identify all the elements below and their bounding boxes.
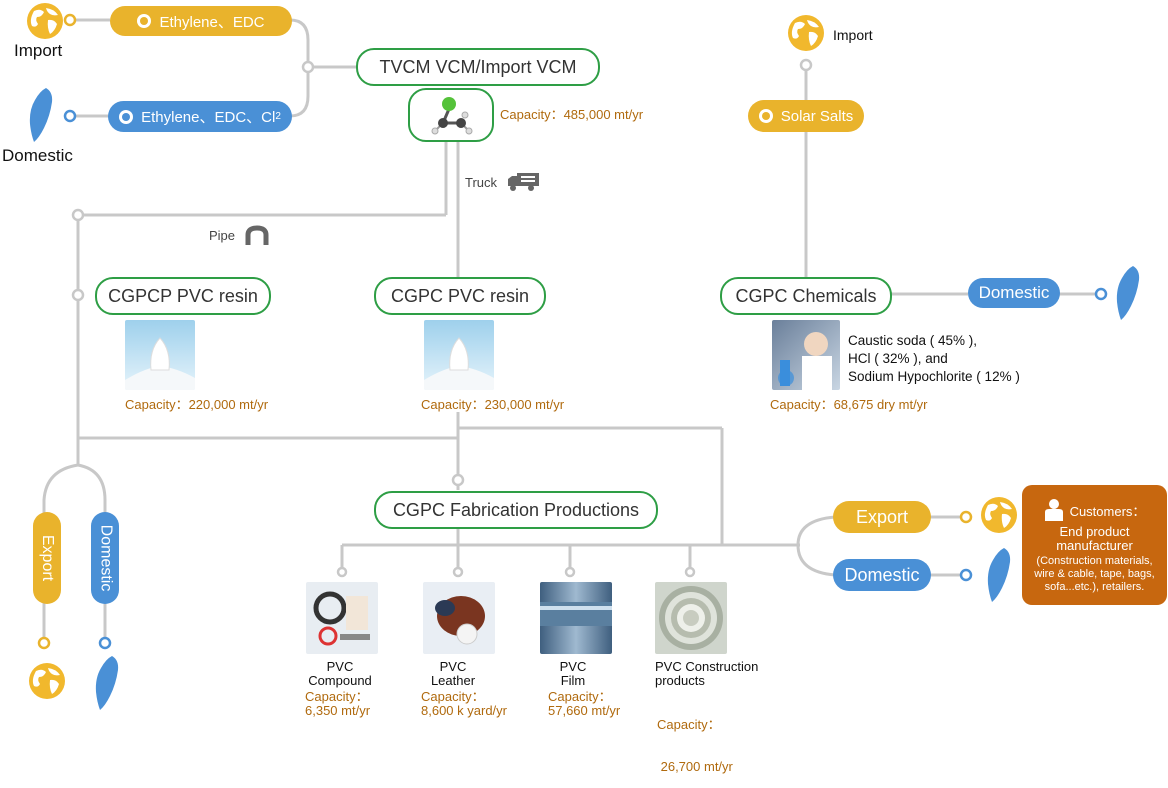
product-name-line: Leather [430,673,476,688]
person-icon [1044,499,1063,521]
product-name-film: PVC Film [537,660,609,688]
construction-photo [655,582,727,654]
fabrication-box: CGPC Fabrication Productions [374,491,658,529]
product-capacity-line: Capacity： [421,689,485,704]
lab-photo [772,320,840,390]
product-name-line: Film [560,673,586,688]
product-name-line: PVC [559,659,587,674]
product-name-leather: PVC Leather [417,660,489,688]
pipe-icon [245,225,269,245]
vcm-molecule-box [408,88,494,142]
product-capacity-line: 8,600 k yard/yr [421,703,507,718]
pvc-resin-photo [125,320,195,390]
vcm-capacity: Capacity：485,000 mt/yr [500,107,644,122]
domestic-label: Domestic [2,146,73,165]
resin-box-cgpcp: CGPCP PVC resin [95,277,271,315]
film-photo [540,582,612,654]
chemicals-box: CGPC Chemicals [720,277,892,315]
solar-salts-pill: Solar Salts [748,100,864,132]
fabrication-title: CGPC Fabrication Productions [392,499,640,520]
product-capacity-leather: Capacity： 8,600 k yard/yr [421,690,507,718]
resin-box-cgpc: CGPC PVC resin [374,277,546,315]
vcm-title: TVCM VCM/Import VCM [379,56,577,77]
taiwan-icon [29,88,53,142]
vcm-box: TVCM VCM/Import VCM [356,48,600,86]
domestic-feed-subscript: 2 [275,111,281,122]
right-domestic-label: Domestic [844,564,920,585]
chemicals-domestic-pill: Domestic [968,278,1060,308]
chemicals-capacity: Capacity：68,675 dry mt/yr [770,397,928,412]
taiwan-icon [1116,266,1140,320]
right-export-pill: Export [833,501,931,533]
taiwan-icon [987,548,1011,602]
product-capacity-line: 26,700 mt/yr [657,759,733,774]
product-capacity-construction: Capacity： 26,700 mt/yr [657,690,733,788]
salts-import-label: Import [833,27,873,43]
truck-icon [508,173,539,191]
globe-icon [27,3,63,39]
pvc-resin-photo [424,320,494,390]
product-capacity-line: Capacity： [657,717,721,732]
import-feed-label: Ethylene、EDC [159,13,265,31]
product-name-compound: PVC Compound [304,660,376,688]
product-name-line: Compound [308,673,372,688]
product-capacity-line: 6,350 mt/yr [305,703,371,718]
customers-line2: manufacturer [1056,538,1133,553]
customers-title: Customers： [1069,503,1146,519]
compound-photo [306,582,378,654]
product-capacity-film: Capacity： 57,660 mt/yr [548,690,620,718]
right-domestic-pill: Domestic [833,559,931,591]
resin-title-cgpc: CGPC PVC resin [390,285,530,306]
product-name-line: products [655,673,705,688]
resin-capacity-cgpc: Capacity：230,000 mt/yr [421,397,565,412]
left-export-label: Export [39,534,56,582]
customers-detail: (Construction materials, [1036,555,1153,567]
chemicals-title: CGPC Chemicals [735,285,877,306]
product-capacity-compound: Capacity： 6,350 mt/yr [305,690,370,718]
leather-photo [423,582,495,654]
bullet-icon [119,109,134,124]
import-label: Import [14,41,63,60]
bullet-icon [758,109,773,123]
chemicals-domestic-label: Domestic [978,283,1050,302]
taiwan-icon [95,656,119,710]
bullet-icon [137,14,152,28]
resin-title-cgpcp: CGPCP PVC resin [108,285,258,306]
product-name-construction: PVC Construction products [655,660,758,688]
product-name-line: PVC [326,659,354,674]
customers-box: Customers： End product manufacturer (Con… [1022,485,1167,605]
flow-connectors [37,13,1108,650]
globe-icon [788,15,824,51]
left-domestic-label: Domestic [97,524,114,592]
globe-icon [29,663,65,699]
left-domestic-pill: Domestic [91,512,119,604]
globe-icon [981,497,1017,533]
left-export-pill: Export [33,512,61,604]
customers-detail: sofa...etc.), retailers. [1044,581,1145,593]
resin-capacity-cgpcp: Capacity：220,000 mt/yr [125,397,269,412]
chemical-product: Caustic soda ( 45% ), [848,333,978,348]
chemicals-products: Caustic soda ( 45% ), HCl ( 32% ), and S… [848,332,1020,386]
molecule-icon [431,97,473,135]
solar-salts-label: Solar Salts [780,107,854,125]
product-capacity-line: Capacity： [305,689,369,704]
import-feed-pill: Ethylene、EDC [110,6,292,36]
right-export-label: Export [855,506,909,527]
customers-line1: End product [1059,524,1130,539]
chemical-product: HCl ( 32% ), and [848,351,948,366]
product-capacity-line: 57,660 mt/yr [548,703,621,718]
product-name-line: PVC Construction [655,659,759,674]
chemical-product: Sodium Hypochlorite ( 12% ) [848,369,1020,384]
pipe-label: Pipe [209,228,236,243]
customers-detail: wire & cable, tape, bags, [1034,568,1155,580]
truck-label: Truck [465,175,498,190]
product-capacity-line: Capacity： [548,689,612,704]
product-name-line: PVC [439,659,467,674]
domestic-feed-label: Ethylene、EDC、Cl [141,109,276,126]
